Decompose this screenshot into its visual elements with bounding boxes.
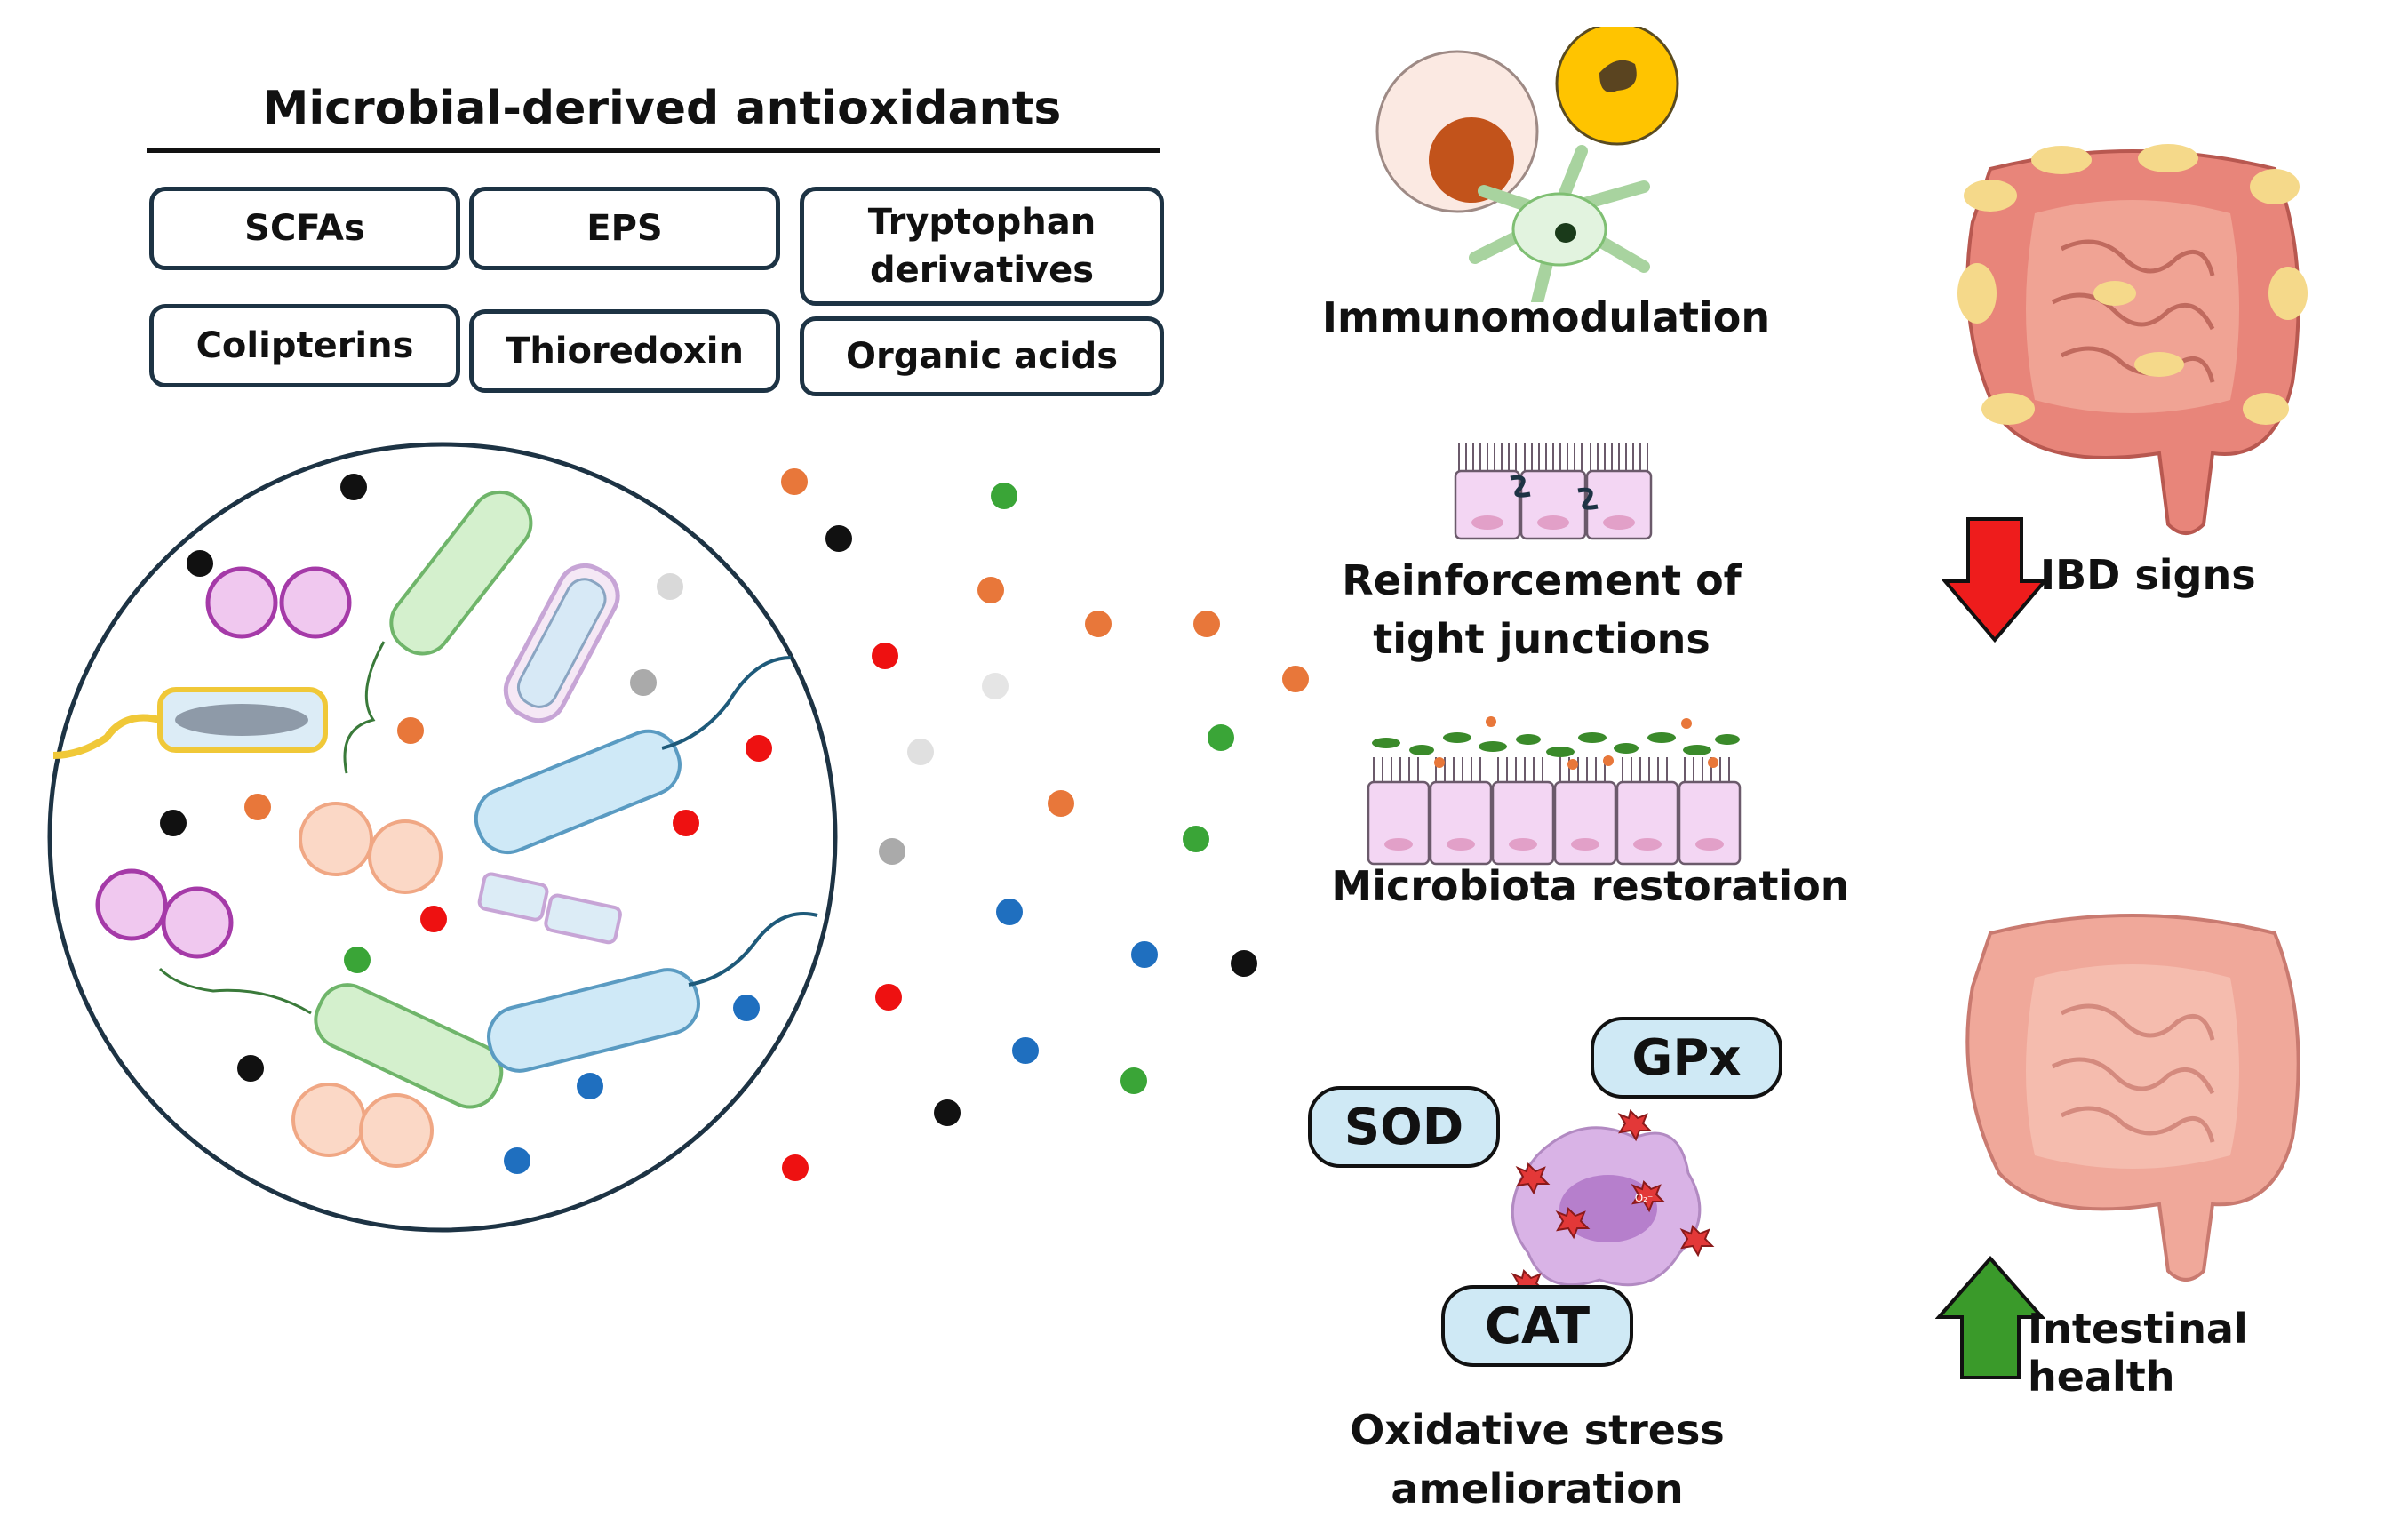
metabolite-box-tryptophan: Tryptophan derivatives bbox=[800, 187, 1164, 306]
metabolite-box-scfas: SCFAs bbox=[149, 187, 460, 270]
diplococcus-peach-2 bbox=[291, 1083, 434, 1168]
bacillus-blue-2 bbox=[487, 968, 700, 1073]
effect-tight-junctions: Reinforcement of tight junctions bbox=[1342, 556, 1742, 663]
effect-oxidative-stress: Oxidative stress amelioration bbox=[1350, 1406, 1725, 1513]
bacillus-green-1 bbox=[389, 490, 533, 656]
figure-title: Microbial-derived antioxidants bbox=[262, 82, 1062, 135]
up-arrow-icon bbox=[1935, 1255, 2045, 1379]
outcome-intestinal-health: Intestinal health bbox=[2028, 1305, 2248, 1401]
metabolite-dots bbox=[160, 468, 1309, 1181]
metabolite-box-colipterins: Colipterins bbox=[149, 304, 460, 387]
diplococcus-pink-2 bbox=[95, 868, 234, 959]
diplococcus-pink-1 bbox=[205, 566, 352, 639]
tight-junction-icon bbox=[1454, 443, 1653, 540]
metabolite-box-thioredoxin: Thioredoxin bbox=[469, 309, 780, 393]
effect-immunomodulation: Immunomodulation bbox=[1321, 293, 1771, 341]
bacillus-small-pair bbox=[477, 872, 622, 945]
enzyme-gpx: GPx bbox=[1591, 1017, 1782, 1099]
metabolite-box-organic-acids: Organic acids bbox=[800, 316, 1164, 396]
microbiota-epithelium-icon bbox=[1367, 716, 1742, 866]
inflamed-intestine-icon bbox=[1957, 144, 2308, 535]
enzyme-sod: SOD bbox=[1308, 1086, 1500, 1168]
effect-microbiota-restoration: Microbiota restoration bbox=[1331, 862, 1850, 910]
outcome-ibd-signs: IBD signs bbox=[2040, 551, 2256, 599]
bacillus-green-2 bbox=[314, 983, 504, 1109]
immune-cells-icon bbox=[1375, 27, 1679, 302]
diplococcus-peach-1 bbox=[299, 802, 443, 894]
microbiota-illustration bbox=[47, 442, 1309, 1233]
ros-label: O₂⁻ bbox=[1635, 1192, 1654, 1204]
oxidative-cell-icon: O₂⁻ bbox=[1511, 1109, 1715, 1302]
down-arrow-icon bbox=[1942, 517, 2048, 643]
metabolite-box-eps: EPS bbox=[469, 187, 780, 270]
healthy-intestine-icon bbox=[1965, 914, 2300, 1282]
bacillus-capsule bbox=[503, 563, 620, 723]
title-underline bbox=[147, 148, 1160, 153]
bacillus-blue-1 bbox=[474, 729, 682, 854]
enzyme-cat: CAT bbox=[1441, 1285, 1633, 1367]
